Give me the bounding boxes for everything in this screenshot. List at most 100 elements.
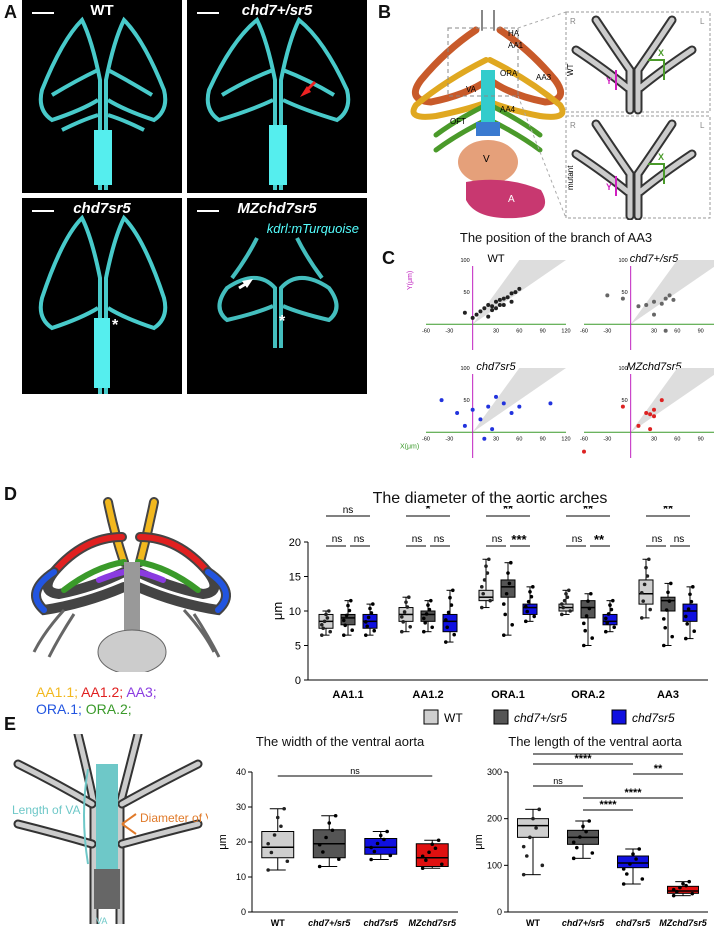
label-x-bottom: X (658, 152, 664, 162)
x-axis-label: X(μm) (400, 443, 419, 450)
x-tick-label: chd7sr5 (363, 918, 399, 928)
data-point (470, 407, 475, 412)
data-point (509, 411, 514, 415)
data-point (587, 819, 591, 823)
y-tick-label: 20 (289, 537, 301, 549)
sig-label: ** (594, 532, 605, 547)
data-point (604, 629, 608, 634)
sig-label: ns (343, 506, 354, 516)
legend-ora1: ORA.1; (36, 701, 82, 717)
data-point (640, 616, 644, 620)
data-point (687, 879, 691, 884)
data-point (528, 835, 532, 840)
data-point (670, 634, 674, 639)
data-point (620, 404, 625, 409)
scale-bar (197, 210, 219, 212)
data-point (531, 585, 535, 589)
data-point (529, 594, 534, 599)
data-point (640, 877, 645, 881)
sig-label: *** (511, 532, 527, 547)
data-point (571, 856, 576, 861)
label-l-bottom: L (700, 121, 705, 130)
data-point (462, 310, 467, 315)
data-point (445, 625, 449, 630)
data-point (349, 598, 353, 603)
scale-bar (32, 210, 54, 212)
data-point (606, 612, 611, 616)
sig-label: ns (332, 534, 343, 545)
y-tick-label: 200 (487, 814, 502, 824)
data-point (404, 600, 408, 604)
x-tick-label: AA1.1 (332, 689, 363, 701)
box (617, 855, 649, 869)
data-point (509, 299, 514, 304)
x-tick-label: 30 (493, 328, 499, 334)
panel-e-width-title: The width of the ventral aorta (255, 734, 425, 749)
sig-label: ns (572, 534, 583, 545)
data-point (275, 815, 280, 820)
y-tick-label: 100 (460, 258, 469, 264)
data-point (560, 602, 564, 606)
x-tick-label: 90 (698, 328, 704, 334)
box (517, 818, 549, 838)
data-point (605, 621, 609, 625)
x-tick-label: 30 (651, 328, 657, 334)
sig-label: * (425, 506, 431, 516)
plot-c-subtitle: chd7+/sr5 (630, 253, 679, 265)
x-tick-label: 60 (516, 328, 522, 334)
data-point (637, 847, 641, 851)
label-y-bottom: Y (606, 182, 612, 192)
data-point (537, 807, 541, 812)
data-point (320, 633, 324, 637)
data-point (400, 629, 404, 634)
data-point (494, 299, 498, 304)
data-point (620, 296, 625, 301)
data-point (369, 611, 374, 615)
data-point (382, 837, 386, 842)
data-point (666, 590, 670, 595)
data-point (490, 308, 495, 313)
panel-letter-b: B (378, 2, 391, 22)
box (478, 589, 494, 602)
data-point (322, 619, 327, 624)
data-point (430, 842, 435, 847)
data-point (436, 838, 441, 843)
data-point (372, 849, 377, 854)
data-point (567, 588, 571, 593)
sig-label: ns (434, 534, 445, 545)
data-point (575, 845, 579, 850)
box (638, 579, 654, 605)
data-point (621, 882, 626, 886)
data-point (684, 883, 688, 888)
data-point (640, 590, 644, 595)
data-point (327, 821, 332, 825)
y-axis-label: μm (270, 602, 285, 620)
data-point (420, 866, 425, 871)
shaded-region (472, 260, 566, 325)
sig-label: ** (654, 763, 663, 775)
data-point (486, 314, 491, 319)
data-point (481, 591, 485, 596)
micrograph-label-mz: MZchd7sr5 (237, 200, 317, 217)
label-wt: WT (566, 63, 575, 76)
data-point (482, 436, 487, 441)
data-point (648, 412, 653, 417)
data-point (509, 291, 514, 296)
data-point (385, 829, 389, 834)
data-point (524, 619, 528, 624)
data-point (645, 574, 650, 578)
data-point (408, 624, 412, 629)
data-point (684, 614, 688, 619)
panel-e-schematic: Length of VA Diameter of VA VA (12, 734, 208, 924)
data-point (427, 850, 431, 855)
legend-label: chd7+/sr5 (514, 711, 567, 725)
data-point (480, 585, 484, 589)
data-point (503, 612, 507, 617)
data-point (423, 621, 427, 625)
data-point (652, 299, 656, 304)
data-point (582, 621, 586, 626)
data-point (509, 560, 513, 565)
data-point (504, 591, 509, 596)
data-point (525, 854, 529, 858)
